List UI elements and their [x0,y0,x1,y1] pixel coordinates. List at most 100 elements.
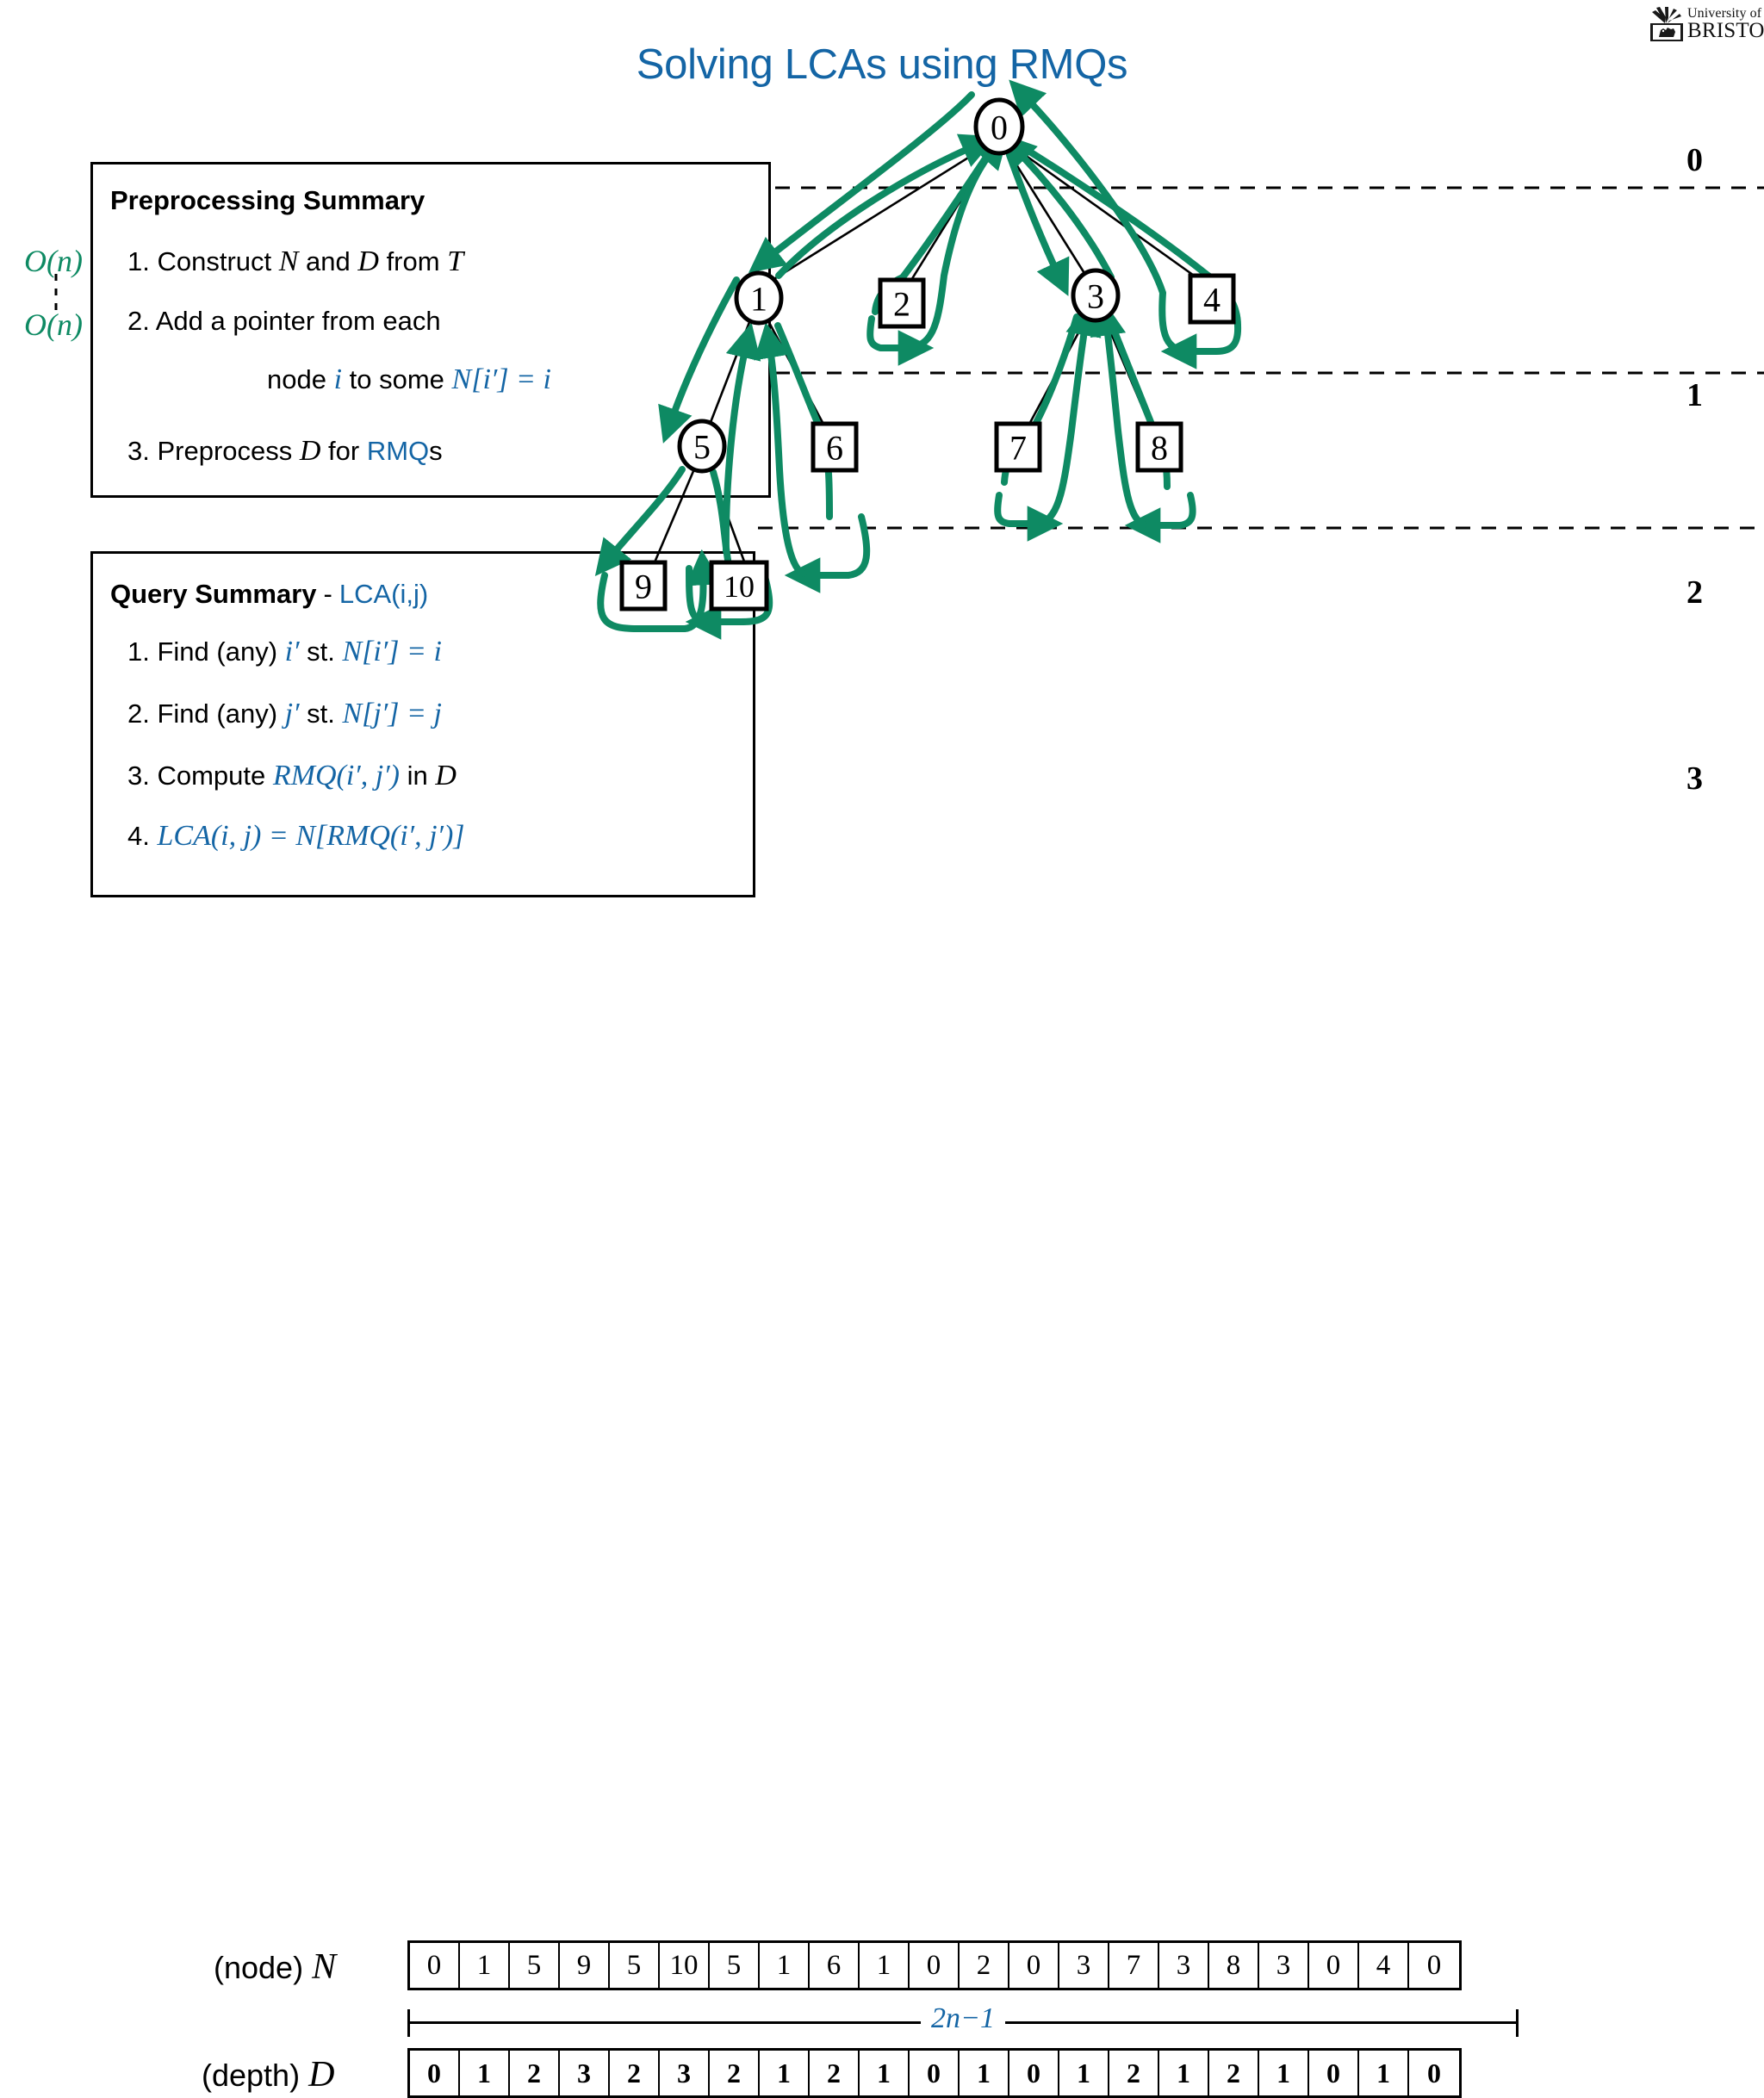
tour-2-0 [908,132,1009,351]
node-array-cell-6: 5 [710,1943,760,1988]
node-array-cell-2: 5 [510,1943,560,1988]
brace-label: 2n−1 [921,2002,1005,2035]
depth-array-cell-7: 1 [760,2051,810,2095]
edge-0-3 [1004,147,1089,278]
depth-label-1: 1 [1686,377,1703,413]
query-item-1: 1. Find (any) i′ st. N[i′] = i [127,636,442,668]
tree-node-5: 5 [677,419,727,474]
tour-1-5 [658,276,740,444]
tour-4-loop [1160,322,1242,369]
q1-pre: Find (any) [157,636,285,667]
depth-array-label-sym: D [308,2055,335,2095]
depth-label-0: 0 [1686,142,1703,178]
depth-array-cell-18: 0 [1309,2051,1359,2095]
tour-1-0 [775,133,997,279]
tour-5-9 [594,466,686,576]
node-array-cell-16: 8 [1209,1943,1259,1988]
node-array-cell-12: 0 [1009,1943,1059,1988]
depth-array-cell-12: 0 [1009,2051,1059,2095]
preprocessing-summary-box [90,162,771,498]
depth-array-cell-4: 2 [610,2051,660,2095]
depth-array-cell-16: 2 [1209,2051,1259,2095]
level-separators [758,186,1764,530]
prep-1-D: D [357,245,379,277]
node-array-cell-20: 0 [1426,1949,1442,1981]
node-array-cell-3: 9 [560,1943,610,1988]
tree-node-4-label: 4 [1203,281,1221,320]
tree-node-10: 10 [709,560,769,611]
query-item-3: 3. Compute RMQ(i′, j′) in D [127,760,457,792]
tree-node-8-label: 8 [1151,429,1168,468]
depth-array-cell-0: 0 [410,2051,460,2095]
depth-label-2: 2 [1686,574,1703,611]
prep-1-from: from [378,246,448,276]
q2-expr: N[j′] = j [342,698,442,729]
tree-diagram: 0 1 2 3 4 5 6 [594,79,1764,640]
q3-mid: in [399,760,436,791]
prep-2-i: i [333,363,343,395]
complexity-step-1: O(n) [24,244,83,278]
complexity-connector [54,274,58,312]
tour-6-1 [754,322,807,577]
q3-num: 3. [127,760,150,791]
university-of-bristol-logo: University of BRISTOL [1650,3,1764,45]
q4-sym: LCA(i, j) = N[RMQ(i′, j′)] [157,820,465,852]
node-array-cell-17: 3 [1259,1943,1309,1988]
preprocessing-heading: Preprocessing Summary [110,185,425,215]
prep-3-D: D [299,435,321,467]
prep-2-tosome: to some [342,364,452,394]
tree-node-0: 0 [973,97,1025,156]
preprocessing-item-2: 2. Add a pointer from each [127,306,441,336]
depth-array-cell-6: 2 [710,2051,760,2095]
q1-num: 1. [127,636,150,667]
tour-10-5-tail [686,565,710,625]
tree-node-6: 6 [811,421,859,473]
depth-array-cell-17: 1 [1259,2051,1309,2095]
tree-node-1-label: 1 [750,280,767,319]
tree-node-9: 9 [619,560,668,611]
tree-node-2-label: 2 [893,285,910,324]
query-item-4: 4. LCA(i, j) = N[RMQ(i′, j′)] [127,820,465,853]
tour-2-loop [866,315,935,366]
tour-7-loop [994,492,1064,542]
node-array-cell-5: 10 [660,1943,710,1988]
depth-array-cell-13: 1 [1059,2051,1109,2095]
prep-1-and: and [298,246,358,276]
tree-node-6-label: 6 [826,429,843,468]
prep-3-for: for [320,436,367,466]
array-length-brace: 2n−1 [407,2002,1519,2044]
depth-label-3: 3 [1686,760,1703,797]
node-array-cell-15: 3 [1159,1943,1209,1988]
q4-num: 4. [127,821,150,851]
q3-sym: RMQ(i′, j′) [272,760,400,791]
depth-array-cell-3: 3 [560,2051,610,2095]
query-heading-lca: LCA(i,j) [339,579,429,609]
prep-3-s: s [429,436,443,466]
depth-array-cell-9: 1 [860,2051,910,2095]
tree-node-5-label: 5 [693,428,711,467]
q3-expr: D [435,760,457,791]
tree-node-10-label: 10 [724,569,755,604]
query-heading: Query Summary [110,579,317,609]
depth-array-cell-20: 0 [1427,2057,1441,2089]
depth-array-cell-10: 0 [910,2051,960,2095]
crest-shield [1650,23,1683,41]
node-array-cell-19: 4 [1359,1943,1409,1988]
prep-2-expr: N[i′] = i [451,363,551,395]
prep-1-pre: 1. Construct [127,246,279,276]
logo-line-1: University of [1687,6,1762,21]
preprocessing-item-2-cont: node i to some N[i′] = i [267,363,551,396]
q1-expr: N[i′] = i [342,636,442,667]
depth-array-cell-8: 2 [810,2051,860,2095]
tour-8-3 [1090,299,1147,528]
tour-3-0 [1000,133,1115,281]
prep-3-pre: 3. Preprocess [127,436,300,466]
query-heading-dash: - [323,579,332,609]
prep-1-N: N [278,245,299,277]
query-heading-row: Query Summary-LCA(i,j) [110,579,428,610]
depth-array-cell-1: 1 [460,2051,510,2095]
q2-pre: Find (any) [157,698,285,729]
edge-0-1 [772,145,987,282]
node-array-cell-8: 6 [810,1943,860,1988]
